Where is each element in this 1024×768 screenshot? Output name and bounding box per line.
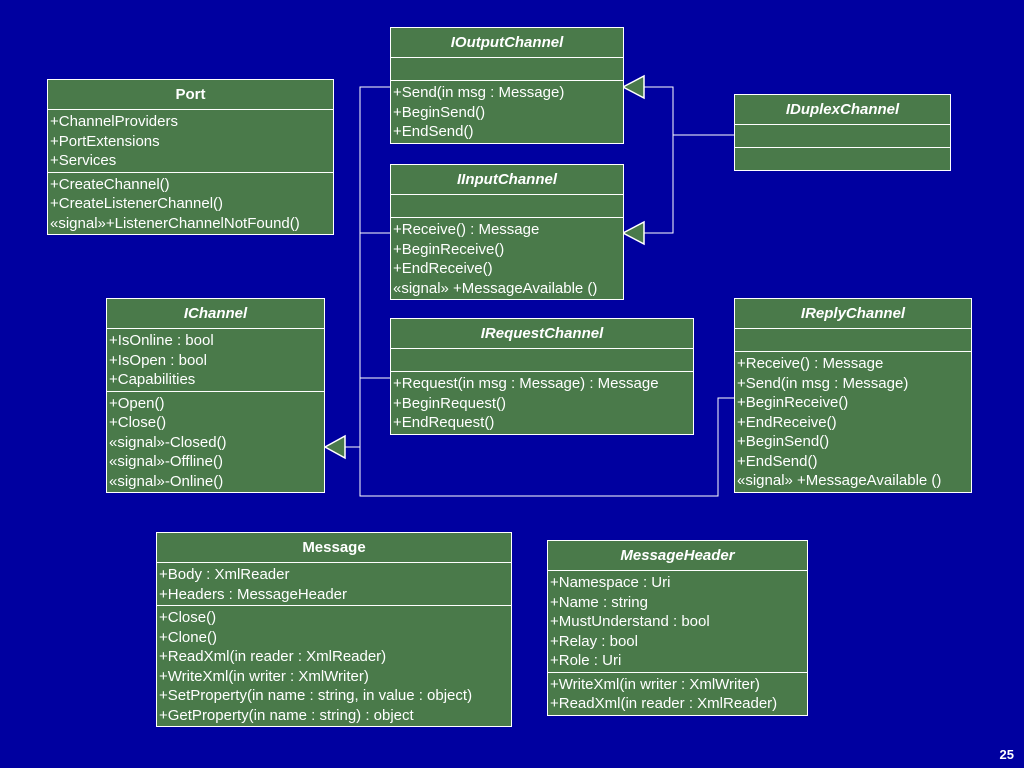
generalization-iduplex-ioutput — [644, 86, 734, 136]
class-ichannel: IChannel +IsOnline : bool +IsOpen : bool… — [106, 298, 325, 493]
attributes-section — [391, 195, 623, 218]
operation: +EndReceive() — [393, 260, 493, 277]
operation: +Receive() : Message — [737, 355, 884, 372]
operation: +BeginSend() — [737, 433, 830, 450]
class-title: IOutputChannel — [391, 28, 623, 58]
generalization-iduplex-iinput — [644, 135, 674, 234]
attribute: +MustUnderstand : bool — [550, 613, 710, 630]
operations-section: +Receive() : Message +BeginReceive() +En… — [391, 218, 623, 299]
operations-section: +Open() +Close() «signal»-Closed() «sign… — [107, 392, 324, 493]
class-title: IChannel — [107, 299, 324, 329]
operation: +Send(in msg : Message) — [737, 374, 909, 392]
operation: +CreateListenerChannel() — [50, 195, 224, 212]
class-title: IRequestChannel — [391, 319, 693, 349]
class-title: Port — [48, 80, 333, 110]
operation: +ReadXml(in reader : XmlReader) — [550, 695, 778, 712]
attributes-section: +Namespace : Uri +Name : string +MustUnd… — [548, 571, 807, 673]
operation: +EndSend() — [393, 123, 474, 140]
attributes-section — [391, 58, 623, 81]
class-iduplexchannel: IDuplexChannel — [734, 94, 951, 171]
operation: +BeginRequest() — [393, 394, 506, 412]
inheritance-arrowhead-iinput — [621, 220, 645, 246]
operation: +EndSend() — [737, 452, 818, 470]
attributes-section — [391, 349, 693, 372]
inheritance-arrowhead-ichannel — [323, 434, 346, 460]
attribute: +Capabilities — [109, 371, 196, 388]
attribute: +IsOpen : bool — [109, 351, 207, 369]
operation: +CreateChannel() — [50, 175, 170, 193]
class-irequestchannel: IRequestChannel +Request(in msg : Messag… — [390, 318, 694, 435]
attributes-section: +Body : XmlReader +Headers : MessageHead… — [157, 563, 511, 606]
operation: +EndReceive() — [737, 413, 837, 431]
operation: «signal» +MessageAvailable () — [737, 472, 942, 489]
operations-section — [735, 148, 950, 170]
operation: +GetProperty(in name : string) : object — [159, 706, 414, 724]
operation: +Send(in msg : Message) — [393, 84, 565, 101]
operations-section: +Request(in msg : Message) : Message +Be… — [391, 372, 693, 434]
operation: +Request(in msg : Message) : Message — [393, 375, 659, 392]
class-ioutputchannel: IOutputChannel +Send(in msg : Message) +… — [390, 27, 624, 144]
attribute: +Name : string — [550, 593, 648, 611]
attributes-section: +IsOnline : bool +IsOpen : bool +Capabil… — [107, 329, 324, 392]
operations-section: +Close() +Clone() +ReadXml(in reader : X… — [157, 606, 511, 726]
attributes-section: +ChannelProviders +PortExtensions +Servi… — [48, 110, 333, 173]
inheritance-arrowhead-ioutput — [621, 74, 645, 100]
attribute: +Body : XmlReader — [159, 566, 290, 583]
attribute: +Headers : MessageHeader — [159, 585, 348, 603]
attribute: +Services — [50, 152, 117, 169]
slide-number: 25 — [999, 747, 1014, 762]
attributes-section — [735, 329, 971, 352]
operation: +WriteXml(in writer : XmlWriter) — [550, 675, 760, 693]
operation: +Clone() — [159, 628, 217, 646]
operation: +Open() — [109, 394, 165, 412]
generalization-ireply-ichannel — [359, 397, 734, 497]
operation: «signal»-Closed() — [109, 433, 227, 451]
operation: +BeginReceive() — [393, 240, 505, 258]
operation: +ReadXml(in reader : XmlReader) — [159, 648, 387, 665]
operation: +EndRequest() — [393, 414, 495, 431]
attribute: +PortExtensions — [50, 132, 160, 150]
attribute: +Relay : bool — [550, 632, 638, 650]
class-title: Message — [157, 533, 511, 563]
attribute: +ChannelProviders — [50, 113, 178, 130]
operation: «signal»-Online() — [109, 472, 224, 490]
attribute: +Namespace : Uri — [550, 574, 671, 591]
class-message: Message +Body : XmlReader +Headers : Mes… — [156, 532, 512, 727]
operation: +SetProperty(in name : string, in value … — [159, 687, 473, 704]
class-title: IInputChannel — [391, 165, 623, 195]
generalization-ioutput-ichannel — [345, 86, 390, 448]
class-ireplychannel: IReplyChannel +Receive() : Message +Send… — [734, 298, 972, 493]
attribute: +Role : Uri — [550, 652, 622, 669]
class-title: IReplyChannel — [735, 299, 971, 329]
operations-section: +Receive() : Message +Send(in msg : Mess… — [735, 352, 971, 492]
operations-section: +CreateChannel() +CreateListenerChannel(… — [48, 173, 333, 235]
operation: +WriteXml(in writer : XmlWriter) — [159, 667, 369, 685]
class-iinputchannel: IInputChannel +Receive() : Message +Begi… — [390, 164, 624, 300]
operation: +Receive() : Message — [393, 221, 540, 238]
operation: +Close() — [109, 414, 167, 431]
operations-section: +WriteXml(in writer : XmlWriter) +ReadXm… — [548, 673, 807, 715]
operation: +BeginSend() — [393, 103, 486, 121]
operation: +Close() — [159, 609, 217, 626]
class-title: MessageHeader — [548, 541, 807, 571]
class-title: IDuplexChannel — [735, 95, 950, 125]
class-port: Port +ChannelProviders +PortExtensions +… — [47, 79, 334, 235]
class-messageheader: MessageHeader +Namespace : Uri +Name : s… — [547, 540, 808, 716]
operation: «signal»-Offline() — [109, 453, 223, 470]
operations-section: +Send(in msg : Message) +BeginSend() +En… — [391, 81, 623, 143]
attribute: +IsOnline : bool — [109, 332, 214, 349]
attributes-section — [735, 125, 950, 148]
operation: «signal» +MessageAvailable () — [393, 279, 598, 297]
operation: «signal»+ListenerChannelNotFound() — [50, 214, 300, 232]
operation: +BeginReceive() — [737, 394, 849, 411]
